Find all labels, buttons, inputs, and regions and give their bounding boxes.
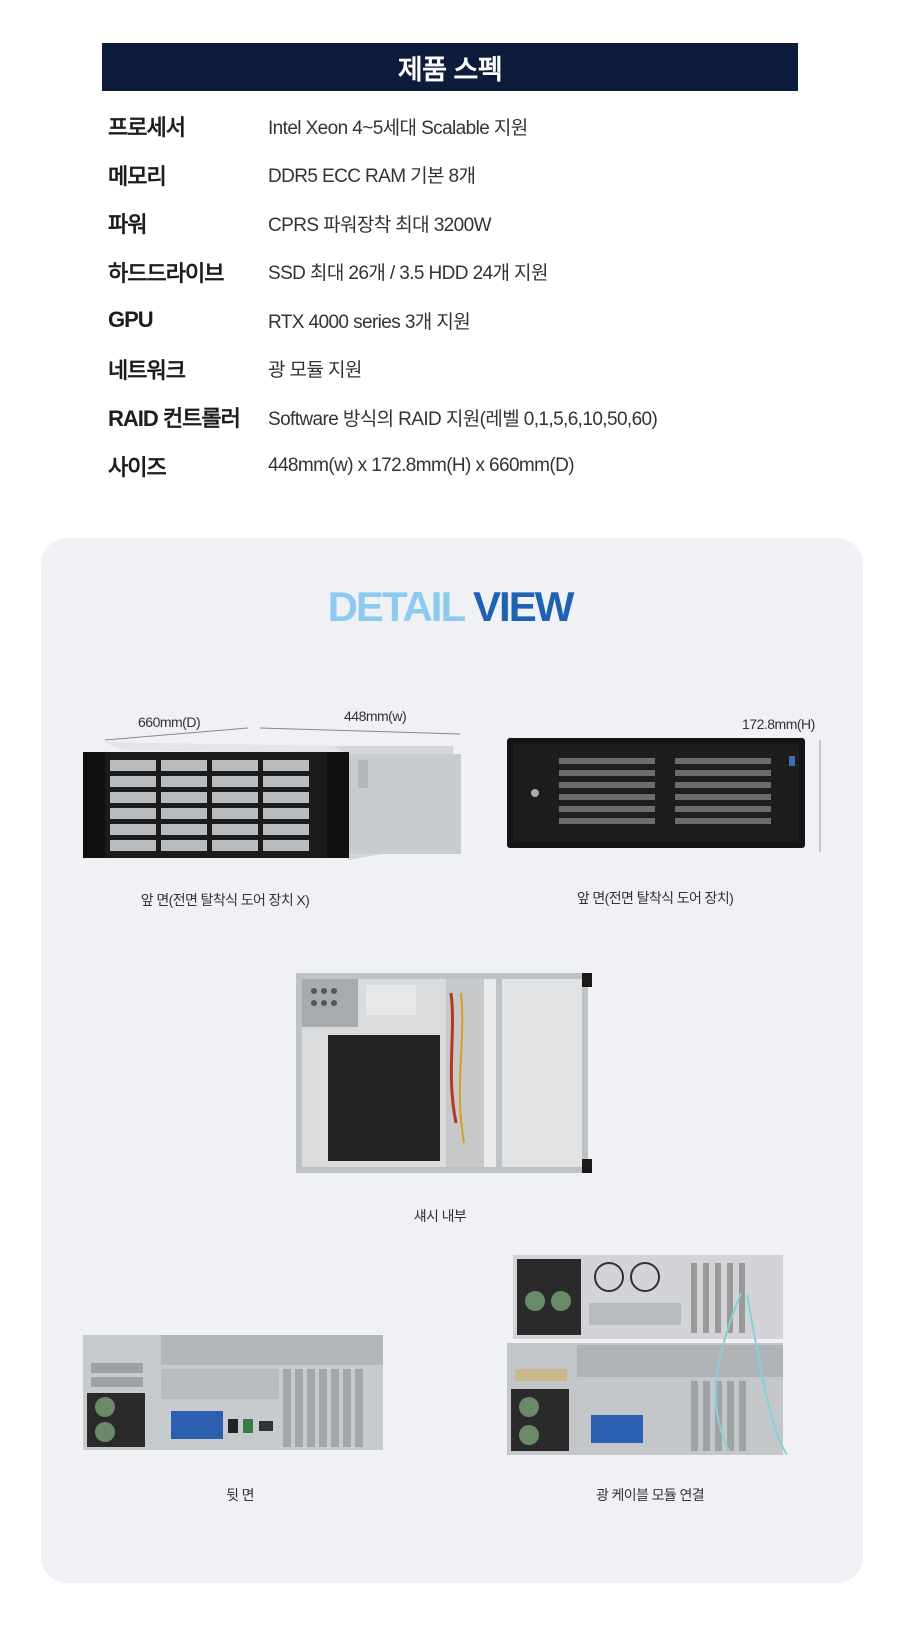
spec-label: RAID 컨트롤러 xyxy=(108,406,241,432)
spec-value: SSD 최대 26개 / 3.5 HDD 24개 지원 xyxy=(268,263,548,285)
spec-value: 448mm(w) x 172.8mm(H) x 660mm(D) xyxy=(268,454,575,476)
spec-row-raid: RAID 컨트롤러 Software 방식의 RAID 지원(레벨 0,1,5,… xyxy=(108,393,798,442)
spec-value: Intel Xeon 4~5세대 Scalable 지원 xyxy=(268,117,528,139)
dimension-depth-label: 660mm(D) xyxy=(138,714,201,730)
caption-interior: 섀시 내부 xyxy=(413,1208,467,1224)
front-door-image xyxy=(507,738,805,848)
spec-value: RTX 4000 series 3개 지원 xyxy=(268,311,471,333)
spec-row-network: 네트워크 광 모듈 지원 xyxy=(108,345,798,394)
spec-label: 메모리 xyxy=(108,163,167,189)
spec-row-drives: 하드드라이브 SSD 최대 26개 / 3.5 HDD 24개 지원 xyxy=(108,248,798,297)
detail-title-part2: VIEW xyxy=(463,583,574,630)
detail-view-title: DETAIL VIEW xyxy=(0,583,900,631)
spec-row-power: 파워 CPRS 파워장착 최대 3200W xyxy=(108,199,798,248)
spec-table: 프로세서 Intel Xeon 4~5세대 Scalable 지원 메모리 DD… xyxy=(108,102,798,490)
spec-label: 프로세서 xyxy=(108,115,186,141)
dimension-width-label: 448mm(w) xyxy=(344,708,407,724)
dimension-lines xyxy=(104,727,821,852)
detail-title-part1: DETAIL xyxy=(327,583,466,630)
spec-label: GPU xyxy=(108,307,154,333)
caption-front-nodoor: 앞 면(전면 탈착식 도어 장치 X) xyxy=(140,892,310,908)
spec-label: 하드드라이브 xyxy=(108,260,224,286)
chassis-interior-image xyxy=(296,973,592,1173)
spec-label: 네트워크 xyxy=(108,357,186,383)
spec-row-processor: 프로세서 Intel Xeon 4~5세대 Scalable 지원 xyxy=(108,102,798,151)
rear-image xyxy=(83,1335,383,1450)
caption-rear: 뒷 면 xyxy=(226,1487,254,1503)
spec-row-gpu: GPU RTX 4000 series 3개 지원 xyxy=(108,296,798,345)
caption-front-door: 앞 면(전면 탈착식 도어 장치) xyxy=(576,890,734,906)
front-nodoor-image xyxy=(83,742,461,860)
spec-value: DDR5 ECC RAM 기본 8개 xyxy=(268,166,476,188)
spec-value: 광 모듈 지원 xyxy=(268,360,362,382)
spec-label: 사이즈 xyxy=(108,454,167,480)
spec-label: 파워 xyxy=(108,212,147,238)
dimension-height-label: 172.8mm(H) xyxy=(742,716,815,732)
spec-value: Software 방식의 RAID 지원(레벨 0,1,5,6,10,50,60… xyxy=(268,408,658,430)
spec-row-memory: 메모리 DDR5 ECC RAM 기본 8개 xyxy=(108,151,798,200)
spec-row-size: 사이즈 448mm(w) x 172.8mm(H) x 660mm(D) xyxy=(108,442,798,491)
caption-optical-module: 광 케이블 모듈 연결 xyxy=(595,1487,705,1503)
spec-value: CPRS 파워장착 최대 3200W xyxy=(268,214,492,236)
spec-title: 제품 스펙 xyxy=(102,43,798,91)
optical-module-image xyxy=(507,1255,788,1455)
